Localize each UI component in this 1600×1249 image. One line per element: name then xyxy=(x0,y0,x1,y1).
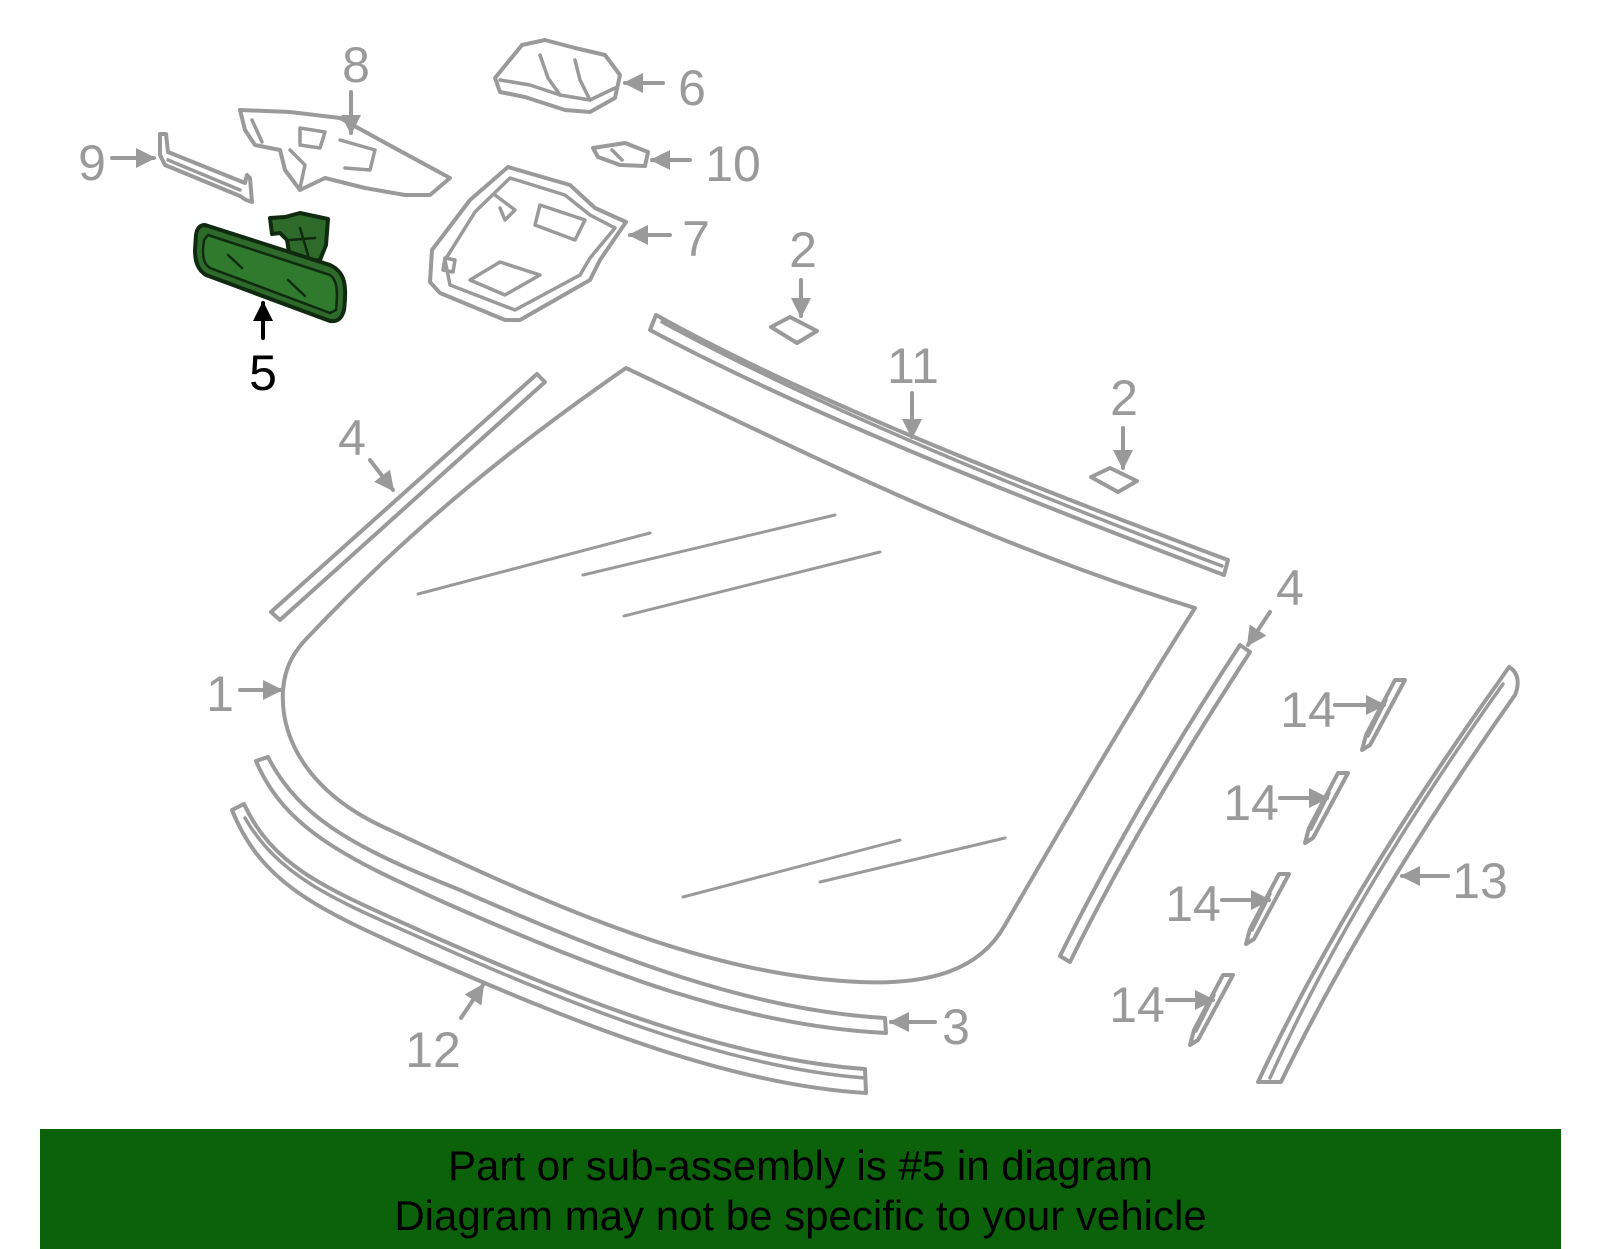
leader-line xyxy=(459,983,485,1020)
glass-reflection-line xyxy=(818,836,1007,884)
callout-2: 2 xyxy=(1110,370,1138,426)
callout-1: 1 xyxy=(206,666,234,722)
glass-reflection-line xyxy=(581,513,837,577)
highlight-banner: Part or sub-assembly is #5 in diagram Di… xyxy=(40,1129,1561,1249)
lower-molding[interactable] xyxy=(254,755,888,1035)
callout-6: 6 xyxy=(678,60,706,116)
upper-molding[interactable] xyxy=(648,313,1230,577)
callout-8: 8 xyxy=(342,37,370,93)
bracket[interactable] xyxy=(158,132,254,204)
rearview-mirror[interactable] xyxy=(193,211,348,324)
callout-13: 13 xyxy=(1452,853,1508,909)
glass-reflection-line xyxy=(622,550,882,618)
callout-5-highlight: 5 xyxy=(249,345,277,401)
callout-11: 11 xyxy=(887,338,939,394)
windshield-glass[interactable] xyxy=(280,366,1197,985)
trim-cover[interactable] xyxy=(238,108,452,197)
glass-reflection-line xyxy=(681,838,902,899)
callout-14: 14 xyxy=(1165,876,1221,932)
banner-line-part: Part or sub-assembly is #5 in diagram xyxy=(448,1142,1153,1189)
callout-3: 3 xyxy=(942,999,970,1055)
callout-7: 7 xyxy=(682,211,710,267)
leader-line xyxy=(368,458,395,492)
glass-reflection-line xyxy=(416,531,652,596)
clip[interactable] xyxy=(1360,678,1407,752)
clip[interactable] xyxy=(1303,771,1350,845)
callout-4: 4 xyxy=(338,410,366,466)
sensor-bracket[interactable] xyxy=(493,38,622,114)
right-pillar-molding[interactable] xyxy=(1058,643,1252,964)
clip[interactable] xyxy=(1188,973,1235,1047)
leader-line xyxy=(1246,610,1272,647)
side-molding[interactable] xyxy=(1256,665,1520,1084)
callout-14: 14 xyxy=(1109,977,1165,1033)
callout-10: 10 xyxy=(705,136,761,192)
callout-14: 14 xyxy=(1223,775,1279,831)
callout-12: 12 xyxy=(405,1022,461,1078)
callout-4: 4 xyxy=(1276,560,1304,616)
callout-2: 2 xyxy=(789,222,817,278)
banner-line-disclaimer: Diagram may not be specific to your vehi… xyxy=(394,1192,1207,1239)
callout-9: 9 xyxy=(78,135,106,191)
clip[interactable] xyxy=(1244,872,1291,946)
mount-cover[interactable] xyxy=(428,165,628,322)
callout-14: 14 xyxy=(1280,682,1336,738)
small-clip[interactable] xyxy=(591,141,650,168)
left-pillar-molding[interactable] xyxy=(269,372,547,622)
tape-pad[interactable] xyxy=(769,315,819,345)
tape-pad[interactable] xyxy=(1089,466,1139,494)
cowl-seal[interactable] xyxy=(230,802,868,1095)
